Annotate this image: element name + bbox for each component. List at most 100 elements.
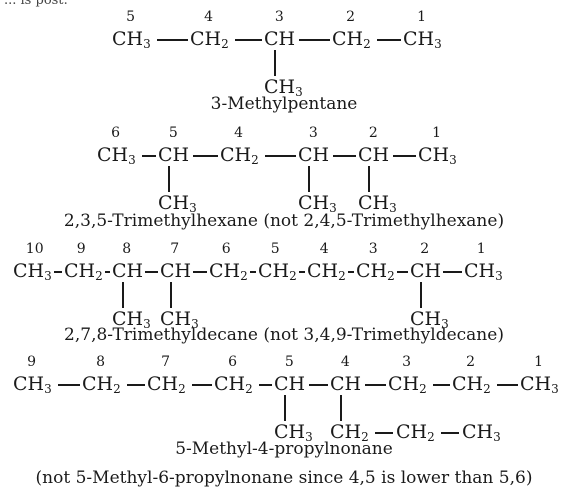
molecule-4-chain-bond [192,384,212,386]
molecule-3-chain-group: CH [410,260,442,282]
molecule-4-chain-group: CH [274,373,306,395]
molecule-2-chain-bond [193,155,218,157]
molecule-4-name-note: (not 5-Methyl-6-propylnonane since 4,5 i… [35,468,533,488]
molecule-3-branch-group: CH3 [410,308,449,331]
molecule-2-chain-group: CH [358,144,390,166]
molecule-1-chain-bond [377,39,401,41]
molecule-2-name: 2,3,5-Trimethylhexane (not 2,4,5-Trimeth… [63,211,505,231]
molecule-3-chain-bond [397,271,408,273]
molecule-4-chain-bond [58,384,80,386]
molecule-3-carbon-number: 4 [319,241,329,257]
molecule-4-side-chain-group: CH2 [396,421,435,444]
molecule-4-side-chain-bond [340,395,342,421]
molecule-4-chain-bond [309,384,328,386]
molecule-3-chain-group: CH2 [356,260,395,283]
molecule-2-chain-bond [393,155,416,157]
molecule-2-chain-group: CH [158,144,190,166]
molecule-4-carbon-number: 2 [466,354,475,370]
molecule-4-name: 5-Methyl-4-propylnonane [175,439,393,459]
molecule-4-carbon-number: 8 [96,354,105,370]
molecule-3-branch-bond [170,282,172,308]
molecule-4-branch-bond [284,395,286,421]
molecule-3-chain-bond [145,271,158,273]
molecule-1-branch-group: CH3 [264,76,303,99]
molecule-2-carbon-number: 2 [368,125,378,141]
molecule-4-carbon-number: 1 [534,354,543,370]
molecule-2-chain-group: CH3 [418,144,457,167]
molecule-3-carbon-number: 5 [270,241,280,257]
molecule-1-carbon-number: 4 [204,9,213,25]
molecule-3-branch-bond [420,282,422,308]
molecule-3-chain-bond [348,271,354,273]
molecule-1-carbon-number: 2 [346,9,355,25]
molecule-3-chain-group: CH [112,260,144,282]
molecule-1-carbon-number: 5 [126,9,135,25]
molecule-3-carbon-number: 3 [368,241,378,257]
molecule-1-carbon-number: 1 [417,9,426,25]
molecule-4-carbon-number: 3 [402,354,411,370]
molecule-3-chain-bond [443,271,462,273]
molecule-4-carbon-number: 7 [161,354,170,370]
molecule-3-chain-bond [299,271,305,273]
molecule-2-carbon-number: 3 [308,125,318,141]
molecule-4-side-chain-bond [375,432,393,434]
molecule-3-carbon-number: 8 [122,241,132,257]
molecule-1-chain-group: CH2 [190,28,229,51]
molecule-4-chain-group: CH2 [214,373,253,396]
molecule-4-chain-group: CH2 [147,373,186,396]
molecule-1-chain-group: CH [264,28,296,50]
molecule-3-branch-group: CH3 [112,308,151,331]
molecule-2-chain-group: CH [298,144,330,166]
molecule-4-chain-group: CH2 [82,373,121,396]
molecule-3-chain-group: CH2 [307,260,346,283]
molecule-1-chain-group: CH3 [403,28,442,51]
molecule-2-chain-group: CH3 [97,144,136,167]
molecule-3-carbon-number: 2 [420,241,430,257]
molecule-4-chain-bond [365,384,386,386]
molecule-4-chain-bond [497,384,518,386]
molecule-3-carbon-number: 6 [221,241,231,257]
molecule-1-carbon-number: 3 [274,9,284,25]
molecule-4-side-chain-bond [441,432,459,434]
molecule-2-branch-bond [368,166,370,192]
molecule-2-carbon-number: 4 [234,125,243,141]
molecule-2-branch-group: CH3 [298,192,337,215]
molecule-2-branch-bond [308,166,310,192]
molecule-1-chain-group: CH2 [332,28,371,51]
molecule-3-name: 2,7,8-Trimethyldecane (not 3,4,9-Trimeth… [64,325,504,345]
molecule-4-side-chain-group: CH3 [462,421,501,444]
molecule-3-chain-group: CH2 [64,260,103,283]
molecule-4-chain-group: CH2 [452,373,491,396]
molecule-3-carbon-number: 9 [76,241,86,257]
molecule-3-chain-group: CH2 [258,260,297,283]
molecule-4-carbon-number: 6 [228,354,237,370]
molecule-4-carbon-number: 5 [284,354,294,370]
molecule-3-carbon-number: 10 [25,241,44,257]
molecule-3-chain-group: CH3 [464,260,503,283]
molecule-2-chain-bond [265,155,296,157]
molecule-4-chain-bond [127,384,145,386]
molecule-3-branch-group: CH3 [160,308,199,331]
molecule-3-chain-bond [250,271,256,273]
molecule-1-chain-bond [157,39,188,41]
molecule-4-chain-bond [433,384,450,386]
molecule-3-carbon-number: 7 [170,241,180,257]
molecule-3-chain-group: CH2 [209,260,248,283]
molecule-3-chain-bond [105,271,110,273]
molecule-4-carbon-number: 4 [340,354,350,370]
molecule-4-carbon-number: 9 [27,354,36,370]
molecule-3-carbon-number: 1 [476,241,486,257]
molecule-4-side-chain-group: CH2 [330,421,369,444]
molecule-3-chain-bond [193,271,207,273]
molecule-1-chain-bond [235,39,262,41]
molecule-2-branch-group: CH3 [158,192,197,215]
molecule-2-carbon-number: 1 [432,125,441,141]
molecule-4-chain-group: CH3 [13,373,52,396]
molecule-1-branch-bond [274,50,276,76]
molecule-2-carbon-number: 5 [168,125,178,141]
molecule-2-branch-bond [168,166,170,192]
header-fragment: ... is post: [4,0,68,8]
molecule-2-chain-bond [333,155,356,157]
molecule-4-chain-group: CH2 [388,373,427,396]
